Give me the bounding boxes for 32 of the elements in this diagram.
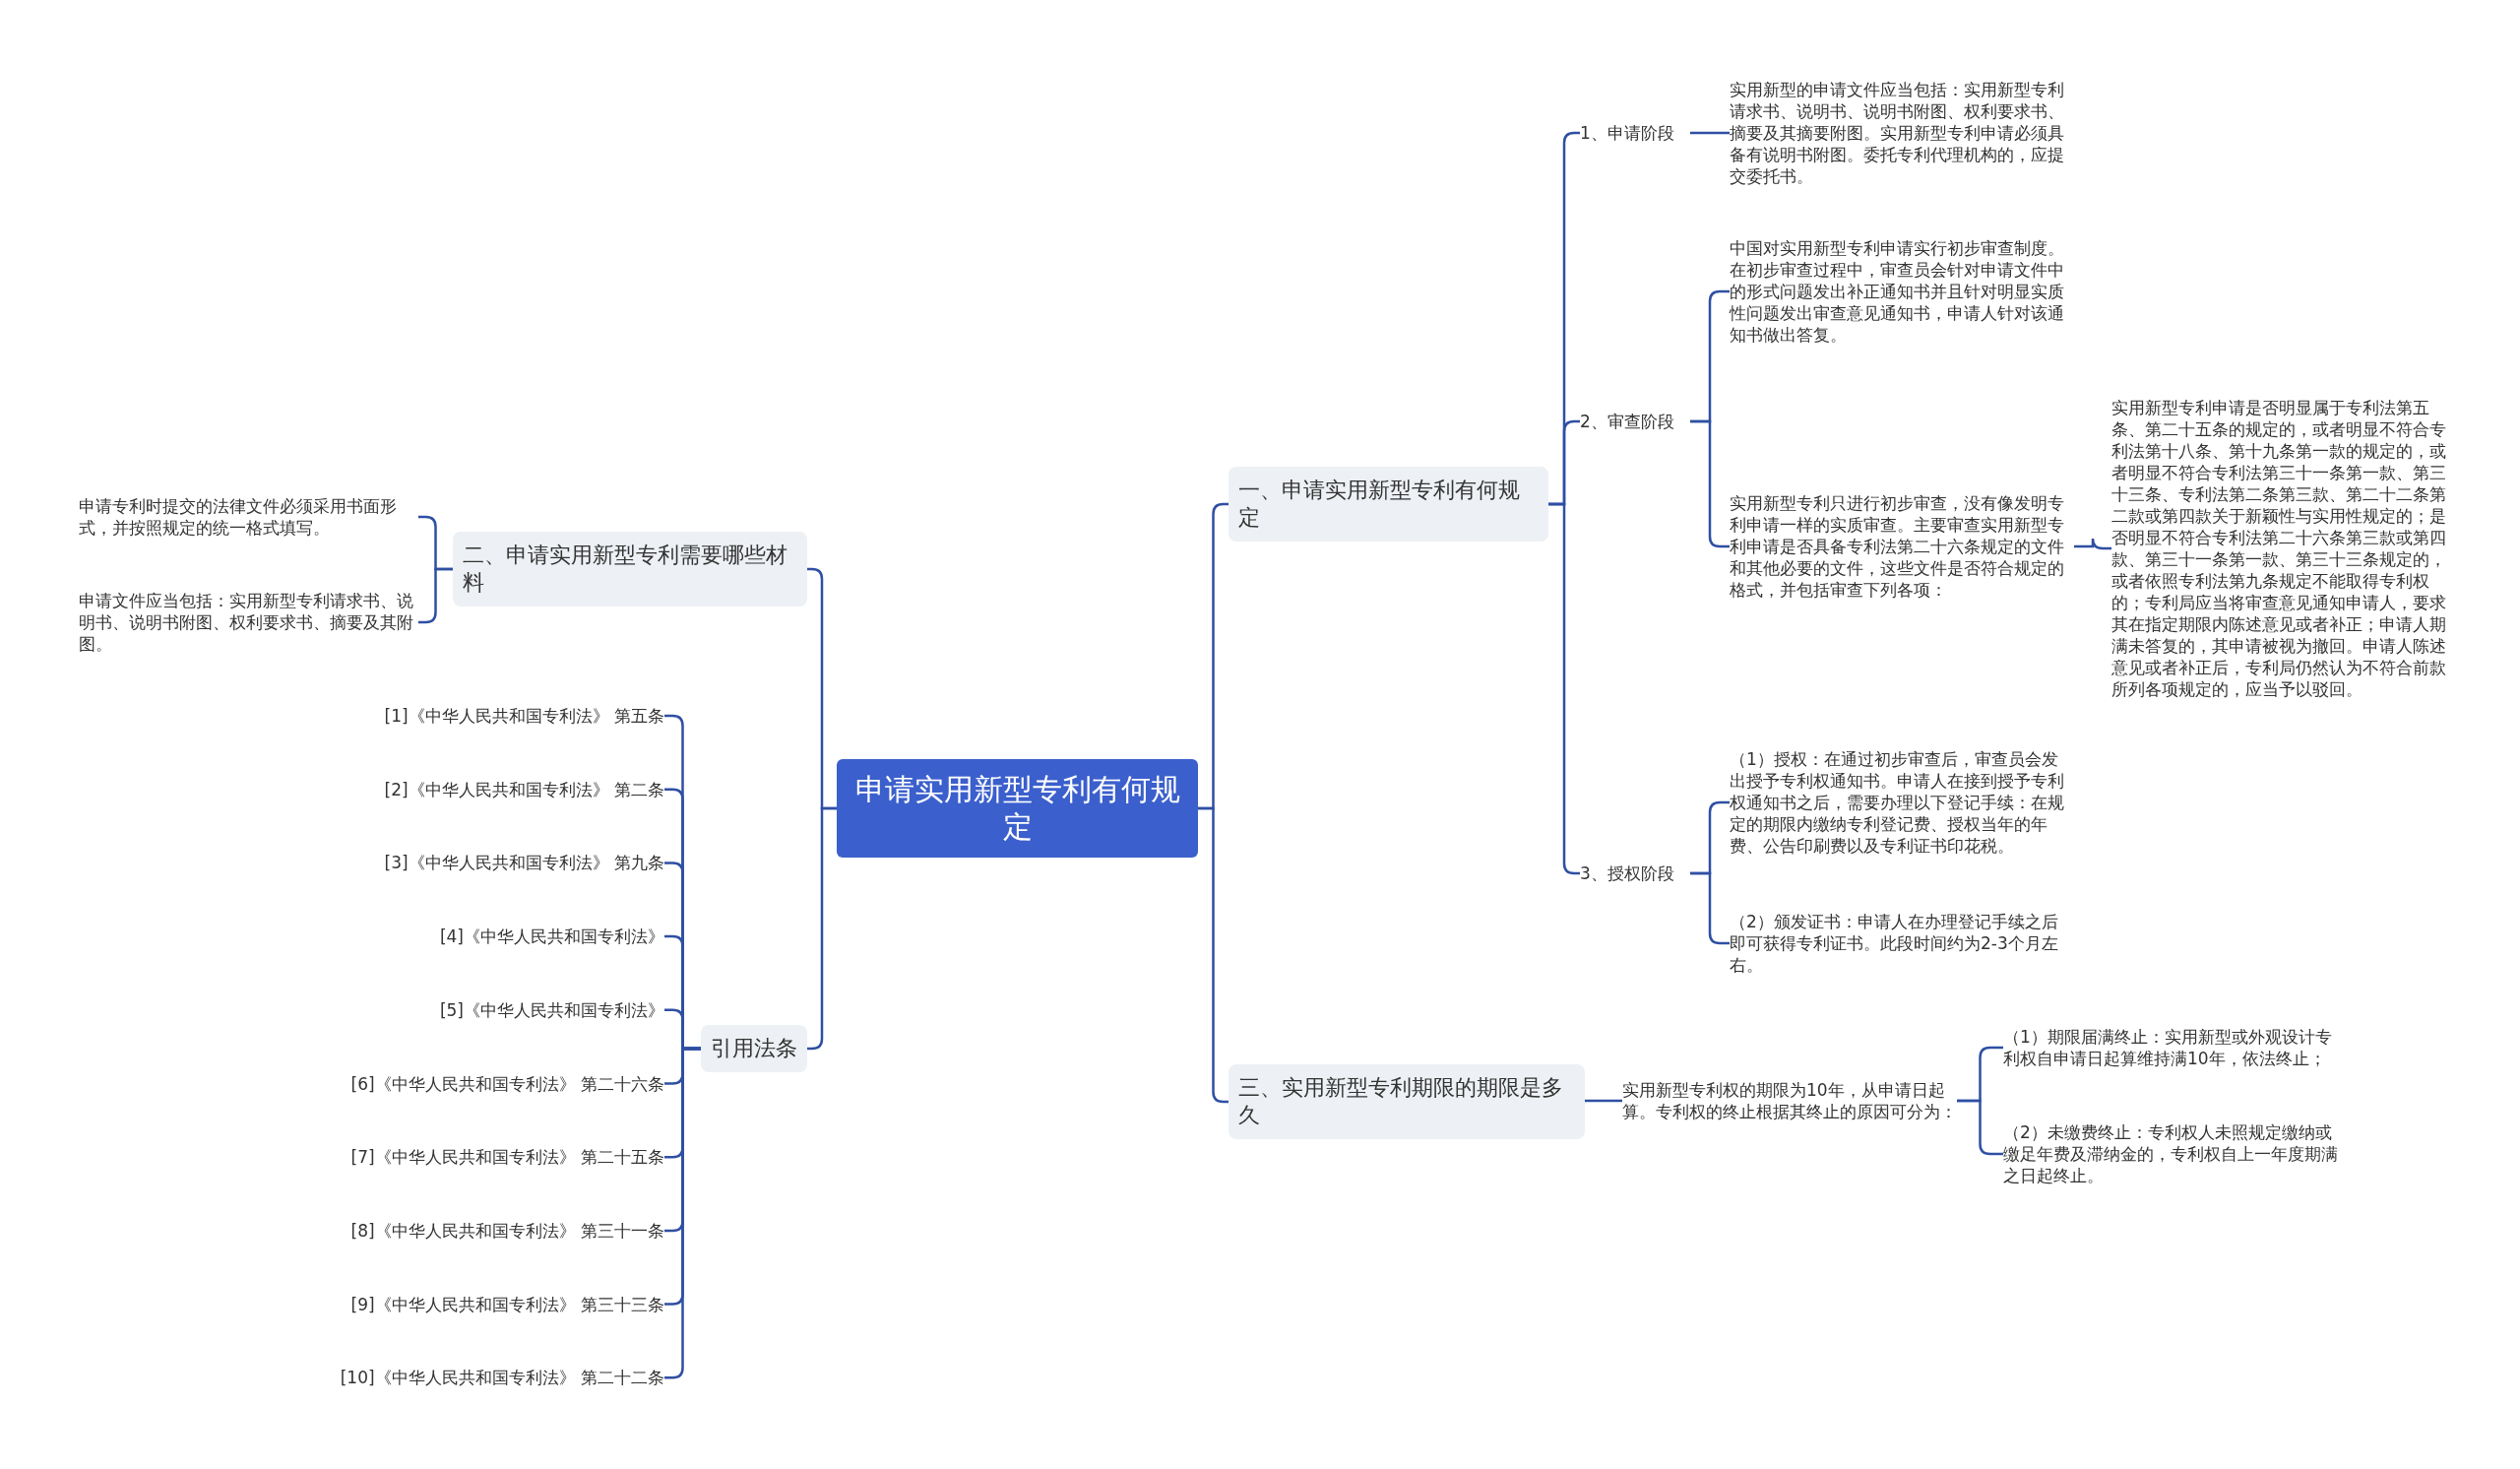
note-text: 实用新型专利申请是否明显属于专利法第五条、第二十五条的规定的，或者明显不符合专利法第十八条、第十九条第一款的规定的，或者明显不符合专利法第三十一条第一款、第三十三条、专利法第二条第三款、第二十二条第二款或第四款关于新颖性与实用性规定的；是否明显不符合专利法第二十六条第三款或第四款、第三十一条第一款、第三十三条规定的，或者依照专利法第九条规定不能取得专利权的；专利局应当将审查意见通知申请人，要求其在指定期限内陈述意见或者补正；申请人期满未答复的，其申请被视为撤回。申请人陈述意见或者补正后，专利局仍然认为不符合前款所列各项规定的，应当予以驳回。 (2111, 397, 2458, 700)
note-text: （1）授权：在通过初步审查后，审查员会发出授予专利权通知书。申请人在接到授予专利权通知书之后，需要办理以下登记手续：在规定的期限内缴纳专利登记费、授权当年的年费、公告印刷费以及专利证书印花税。 (1730, 748, 2074, 857)
reference-text: [9]《中华人民共和国专利法》 第三十三条 (340, 1293, 664, 1315)
note-text: 申请专利时提交的法律文件必须采用书面形式，并按照规定的统一格式填写。 (79, 495, 418, 539)
note-text: 实用新型的申请文件应当包括：实用新型专利请求书、说明书、说明书附图、权利要求书、摘要及其摘要附图。实用新型专利申请必须具备有说明书附图。委托专利代理机构的，应提交委托书。 (1730, 79, 2074, 187)
topic-box: 三、实用新型专利期限的期限是多久 (1228, 1064, 1585, 1139)
note-text: 实用新型专利权的期限为10年，从申请日起算。专利权的终止根据其终止的原因可分为： (1622, 1079, 1957, 1122)
reference-text: [5]《中华人民共和国专利法》 (340, 998, 664, 1021)
reference-text: [8]《中华人民共和国专利法》 第三十一条 (340, 1219, 664, 1242)
connector-line (2074, 537, 2111, 550)
note-text: 申请文件应当包括：实用新型专利请求书、说明书、说明书附图、权利要求书、摘要及其附图。 (79, 590, 418, 655)
topic-box: 二、申请实用新型专利需要哪些材料 (453, 532, 807, 607)
note-text: （1）期限届满终止：实用新型或外观设计专利权自申请日起算维持满10年，依法终止； (2003, 1026, 2348, 1069)
topic-box: 引用法条 (701, 1025, 807, 1072)
connector-line (1585, 1099, 1622, 1103)
connector-line (1690, 131, 1730, 135)
topic-box: 一、申请实用新型专利有何规定 (1228, 467, 1548, 542)
branch-label: 3、授权阶段 (1580, 862, 1690, 884)
reference-text: [1]《中华人民共和国专利法》 第五条 (340, 705, 664, 727)
central-topic-box: 申请实用新型专利有何规定 (837, 759, 1198, 858)
reference-text: [3]《中华人民共和国专利法》 第九条 (340, 852, 664, 874)
note-text: （2）颁发证书：申请人在办理登记手续之后即可获得专利证书。此段时间约为2-3个月左右。 (1730, 911, 2074, 976)
reference-text: [4]《中华人民共和国专利法》 (340, 926, 664, 948)
branch-label: 1、申请阶段 (1580, 122, 1690, 144)
reference-text: [6]《中华人民共和国专利法》 第二十六条 (340, 1072, 664, 1095)
reference-text: [2]《中华人民共和国专利法》 第二条 (340, 778, 664, 800)
reference-text: [10]《中华人民共和国专利法》 第二十二条 (340, 1367, 664, 1389)
note-text: 中国对实用新型专利申请实行初步审查制度。在初步审查过程中，审查员会针对申请文件中的形式问题发出补正通知书并且针对明显实质性问题发出审查意见通知书，申请人针对该通知书做出答复。 (1730, 237, 2074, 346)
note-text: 实用新型专利只进行初步审查，没有像发明专利申请一样的实质审查。主要审查实用新型专利申请是否具备专利法第二十六条规定的文件和其他必要的文件，这些文件是否符合规定的格式，并包括审查下列各项： (1730, 492, 2074, 601)
branch-label: 2、审查阶段 (1580, 411, 1690, 432)
reference-text: [7]《中华人民共和国专利法》 第二十五条 (340, 1146, 664, 1169)
note-text: （2）未缴费终止：专利权人未照规定缴纳或缴足年费及滞纳金的，专利权自上一年度期满之日起终止。 (2003, 1121, 2348, 1186)
